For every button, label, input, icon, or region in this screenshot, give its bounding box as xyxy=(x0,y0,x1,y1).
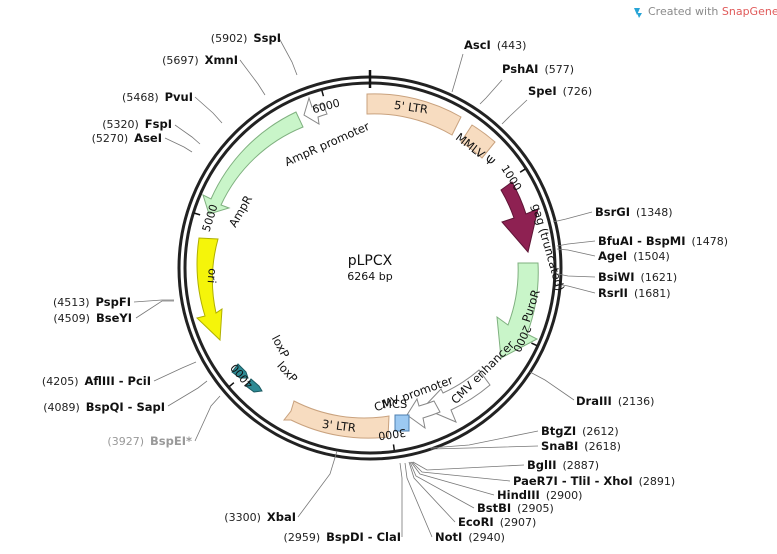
scale-tick-mark xyxy=(321,90,325,97)
enzyme-label: (2959)BspDI - ClaI xyxy=(284,530,401,544)
feature-mcs-box xyxy=(394,414,410,432)
enzyme-label: (4089)BspQI - SapI xyxy=(43,400,165,414)
enzyme-label: BtgZI(2612) xyxy=(541,424,619,438)
enzyme-label: BglII(2887) xyxy=(527,458,599,472)
enzyme-label: HindIII(2900) xyxy=(497,488,582,502)
snapgene-logo-icon xyxy=(634,8,642,18)
feature-ampr-arrow xyxy=(202,111,304,215)
enzyme-label: DraIII(2136) xyxy=(576,394,654,408)
feature-label-cmv-enhancer: CMV enhancer xyxy=(448,338,517,407)
enzyme-label: SnaBI(2618) xyxy=(541,439,621,453)
feature-label-loxp2: loxP xyxy=(274,359,300,386)
scale-tick-mark xyxy=(531,342,538,347)
enzyme-label: SpeI(726) xyxy=(528,84,592,98)
feature-label-loxp1: loxP xyxy=(269,333,292,360)
enzyme-label: (5468)PvuI xyxy=(122,90,193,104)
svg-text:Created with SnapGene®: Created with SnapGene® xyxy=(648,5,777,18)
feature-label-ampr: AmpR xyxy=(226,193,255,230)
enzyme-label: (3927)BspEI* xyxy=(107,434,192,448)
feature-loxp1-arrow xyxy=(231,363,249,379)
feature-3ltr-arrow xyxy=(282,400,390,439)
feature-cmv-promoter-arrow xyxy=(406,397,441,430)
plasmid-name: pLPCX xyxy=(348,253,393,269)
feature-arrows xyxy=(195,93,539,439)
feature-label-3ltr: 3' LTR xyxy=(321,417,356,435)
feature-label-5ltr: 5' LTR xyxy=(393,98,429,117)
scale-tick-mark xyxy=(392,444,396,451)
enzyme-label: (5697)XmnI xyxy=(162,53,238,67)
feature-label-mcs: MCS xyxy=(382,397,407,411)
watermark-brand: SnapGene® xyxy=(722,5,777,18)
enzyme-label: (3300)XbaI xyxy=(224,510,296,524)
enzyme-label: BsrGI(1348) xyxy=(595,205,673,219)
enzyme-label: (4509)BseYI xyxy=(53,311,132,325)
enzyme-label: (5270)AseI xyxy=(92,131,162,145)
feature-ori-arrow xyxy=(195,237,223,342)
enzyme-label: BstBI(2905) xyxy=(477,501,554,515)
feature-puror-arrow xyxy=(496,262,539,359)
scale-tick-mark xyxy=(194,212,201,216)
feature-ampr-promoter-arrow xyxy=(303,96,328,125)
enzyme-label: EcoRI(2907) xyxy=(458,515,536,529)
enzyme-labels-left: (5902)SspI (5697)XmnI (5468)PvuI (5320)F… xyxy=(42,31,401,544)
plasmid-length: 6264 bp xyxy=(347,270,392,283)
scale-tick-mark xyxy=(519,168,526,173)
enzyme-labels-right: AscI(443) PshAI(577) SpeI(726) BsrGI(134… xyxy=(435,38,728,544)
enzyme-label: (4205)AflIII - PciI xyxy=(42,374,151,388)
enzyme-label: PaeR7I - TliI - XhoI(2891) xyxy=(513,474,675,488)
watermark-prefix: Created with xyxy=(648,5,722,18)
enzyme-label: (5902)SspI xyxy=(211,31,281,45)
feature-5ltr-arrow xyxy=(366,93,462,136)
scale-tick-label: 3000 xyxy=(377,426,406,443)
feature-loxp2-arrow xyxy=(245,378,263,393)
enzyme-leader-lines xyxy=(133,37,596,538)
scale-tick-label: 5000 xyxy=(200,203,221,234)
enzyme-label: AscI(443) xyxy=(464,38,526,52)
enzyme-label: BfuAI - BspMI(1478) xyxy=(598,234,728,248)
enzyme-label: BsiWI(1621) xyxy=(598,270,677,284)
enzyme-label: PshAI(577) xyxy=(502,62,574,76)
enzyme-label: AgeI(1504) xyxy=(598,249,670,263)
enzyme-label: NotI(2940) xyxy=(435,530,505,544)
feature-cmv-enhancer-arrow xyxy=(422,369,491,423)
enzyme-label: RsrII(1681) xyxy=(598,286,671,300)
scale-tick-mark xyxy=(228,382,235,388)
enzyme-label: (4513)PspFI xyxy=(53,295,131,309)
feature-label-ori: ori xyxy=(205,268,220,284)
feature-gag-arrow xyxy=(500,181,539,254)
enzyme-label: (5320)FspI xyxy=(102,117,172,131)
snapgene-watermark: Created with SnapGene® xyxy=(634,5,777,18)
scale-tick-label: 4000 xyxy=(228,361,256,391)
feature-mmlv-psi-arrow xyxy=(460,124,496,159)
